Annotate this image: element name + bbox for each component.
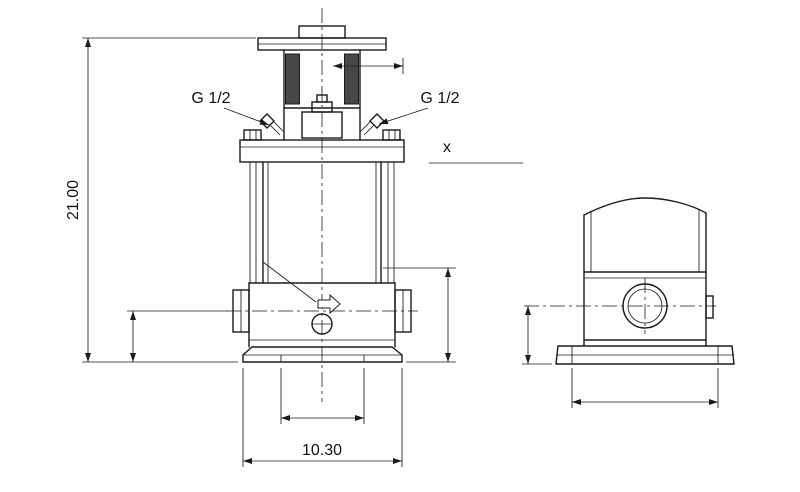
body-sides (583, 212, 707, 341)
body-break-line (583, 197, 707, 216)
ext-lines (82, 37, 256, 363)
head-flange (239, 139, 405, 163)
leader-diagonal (262, 261, 317, 303)
plug-neck-right (360, 121, 374, 136)
dim-base-width: 10.30 (242, 368, 403, 467)
front-centerlines (226, 8, 418, 402)
arrowhead-down (445, 353, 451, 362)
sleeve-outer (262, 161, 382, 284)
side-view (524, 197, 735, 365)
arrowhead-right (355, 415, 364, 421)
ext-lines (280, 368, 365, 424)
label-port-left: G 1/2 (191, 90, 270, 126)
port-left-label: G 1/2 (191, 90, 230, 107)
arrowhead-right (394, 63, 403, 69)
pump-head (239, 94, 405, 163)
plug-neck-left (270, 121, 284, 136)
staybolt-nut-right (382, 129, 401, 141)
dimensions: 21.00 (65, 37, 719, 467)
pump-base (242, 346, 403, 363)
ext-lines (571, 368, 719, 408)
base-profile-right (391, 346, 403, 363)
flow-direction-arrow (317, 293, 341, 315)
gauge-plug-right (360, 113, 385, 136)
arrowhead-right (709, 399, 718, 405)
dim-side-port-height (522, 306, 552, 365)
arrowhead-up (85, 38, 91, 47)
arrowhead-down (525, 355, 531, 364)
nut-facets (249, 130, 396, 140)
label-x-ref: x (429, 139, 523, 164)
dim-overall-height: 21.00 (65, 37, 256, 363)
dim-top-shaft (333, 58, 404, 74)
leader-arrowhead (379, 118, 389, 125)
arrowhead-up (130, 311, 136, 320)
dim-base-width-value: 10.30 (302, 442, 342, 459)
dim-overall-height-value: 21.00 (65, 180, 82, 220)
coupling-guard-left (285, 53, 300, 105)
leader-arrowhead (259, 119, 269, 125)
label-port-right: G 1/2 (378, 90, 460, 125)
ext-lines (242, 368, 403, 467)
x-ref-label: x (443, 139, 451, 156)
arrowhead-down (85, 353, 91, 362)
sleeve-inner (267, 162, 377, 283)
arrowhead-left (572, 399, 581, 405)
base-profile-left (242, 346, 253, 363)
staybolts (249, 162, 395, 283)
arrowhead-left (333, 63, 342, 69)
arrowhead-up (445, 268, 451, 277)
coupling-guard-right (344, 53, 359, 105)
arrowhead-left (243, 458, 252, 464)
motor-stool (257, 25, 387, 141)
arrowhead-up (525, 306, 531, 315)
dim-housing-height (383, 267, 456, 363)
plug-head-right (369, 113, 385, 129)
arrowhead-down (130, 353, 136, 362)
side-base (555, 345, 735, 365)
pump-housing (232, 282, 412, 348)
pump-sleeve (249, 161, 395, 303)
dim-side-base-width (571, 368, 719, 408)
base-bolt-ticks (280, 355, 365, 362)
side-base-feet-ticks (571, 346, 719, 364)
body-inner-lines (590, 210, 700, 272)
port-right-label: G 1/2 (420, 90, 459, 107)
front-view (226, 8, 418, 402)
arrowhead-left (281, 415, 290, 421)
side-boss (705, 295, 714, 319)
pump-head-box (301, 111, 343, 139)
staybolt-nut-left (243, 129, 262, 141)
side-housing-bottom (583, 339, 707, 347)
dim-base-inner-width (280, 368, 365, 424)
arrowhead-right (393, 458, 402, 464)
dim-port-height-front (127, 310, 228, 362)
